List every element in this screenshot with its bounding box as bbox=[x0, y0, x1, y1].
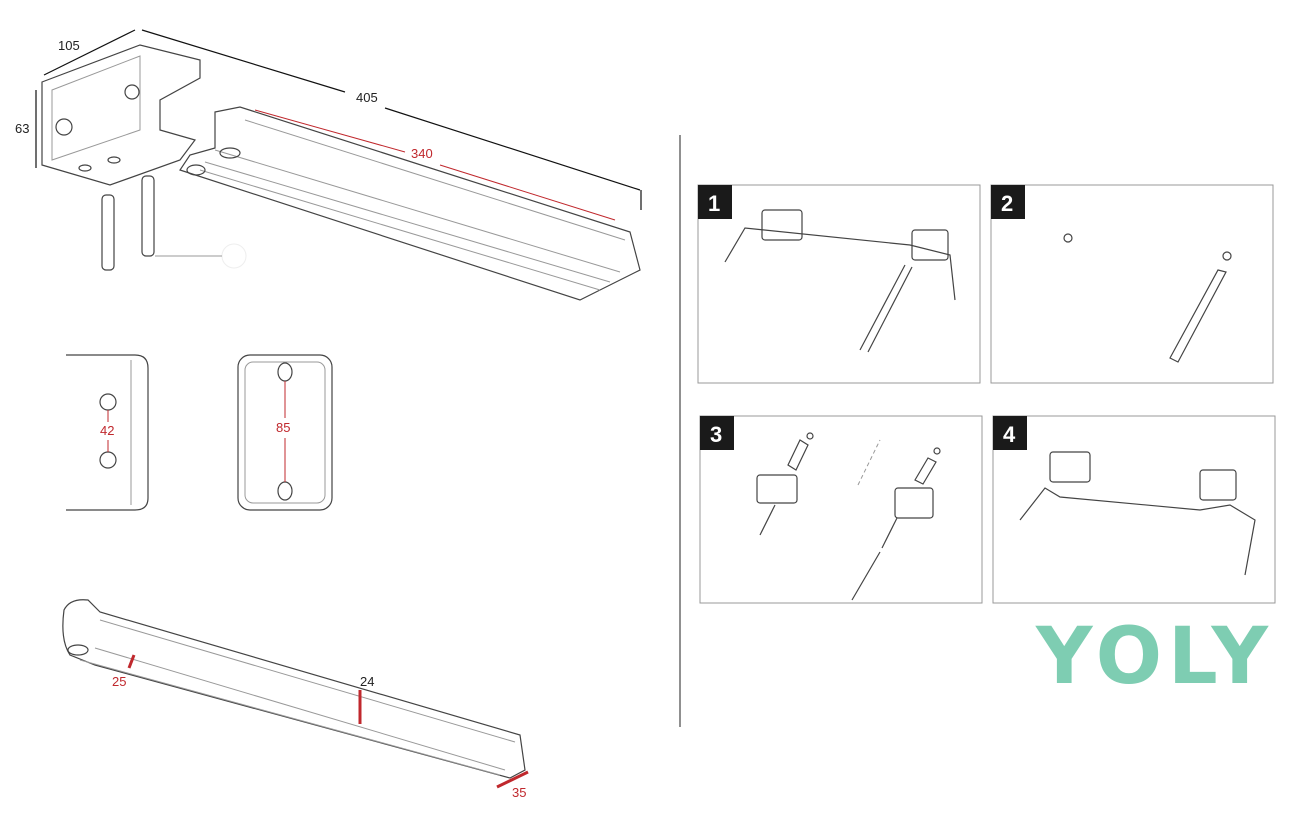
step-2-number: 2 bbox=[1001, 191, 1013, 216]
back-plate-drawing bbox=[237, 354, 333, 511]
step-1-panel: 1 bbox=[697, 184, 981, 384]
dimension-lines bbox=[35, 29, 642, 221]
rail-drawing bbox=[62, 599, 529, 789]
step-2-panel: 2 bbox=[990, 184, 1274, 384]
step-3-panel: 3 bbox=[699, 415, 983, 604]
side-view-drawing bbox=[66, 354, 149, 511]
step-1-number: 1 bbox=[708, 191, 720, 216]
yoly-logo: YOLY bbox=[1035, 612, 1274, 702]
large-hole-spacing-label: 85 bbox=[276, 420, 290, 435]
total-length-dimension-label: 405 bbox=[356, 90, 378, 105]
end-width-label: 35 bbox=[512, 785, 526, 800]
rail-height-label: 24 bbox=[360, 674, 374, 689]
rail-width-label: 25 bbox=[112, 674, 126, 689]
step-3-number: 3 bbox=[710, 422, 722, 447]
small-hole-spacing-label: 42 bbox=[100, 423, 114, 438]
step-4-number: 4 bbox=[1003, 422, 1016, 447]
step-4-panel: 4 bbox=[992, 415, 1276, 604]
depth-dimension-label: 105 bbox=[58, 38, 80, 53]
bracket-assembly-drawing bbox=[41, 44, 641, 301]
height-dimension-label: 63 bbox=[15, 121, 29, 136]
rail-length-dimension-label: 340 bbox=[411, 146, 433, 161]
